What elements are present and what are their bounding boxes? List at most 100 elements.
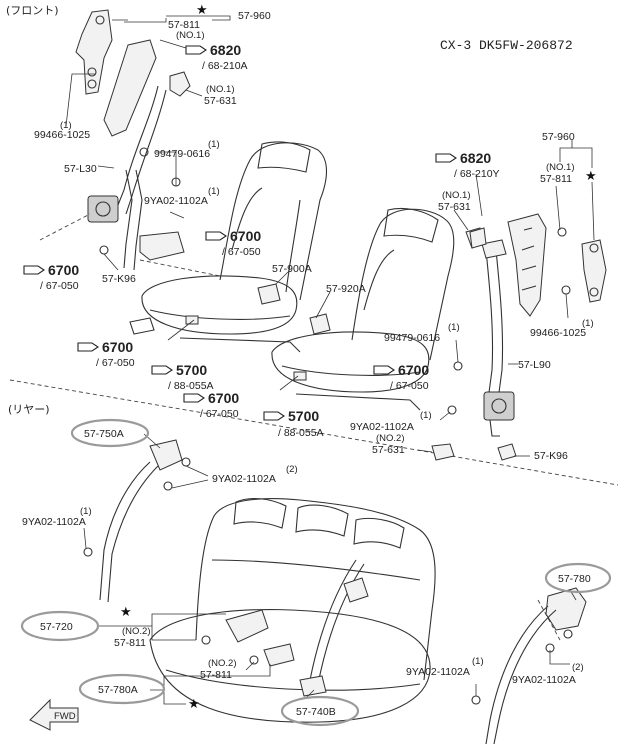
part-9ya02-1102a[interactable]: 9YA02-1102A [212, 473, 276, 485]
pillar-trim-left [103, 39, 157, 137]
part-99479-0616[interactable]: 99479-0616 [154, 148, 210, 160]
highlight-oval [78, 673, 166, 705]
front-left-belt-assembly [39, 9, 221, 277]
section-label-front: (フロント) [6, 4, 59, 17]
part-57-780a[interactable]: 57-780A [98, 684, 138, 696]
svg-text:6700: 6700 [102, 339, 133, 355]
part-99466-1025[interactable]: 99466-1025 [34, 129, 90, 141]
rear-buckle-right [263, 643, 295, 667]
part-57-631[interactable]: 57-631 [204, 95, 237, 107]
rear-center-belt [309, 559, 357, 681]
seat-cushion-left [141, 275, 298, 335]
height-adjuster-left [75, 9, 113, 95]
svg-text:6700: 6700 [208, 390, 239, 406]
part-57-k96[interactable]: 57-K96 [534, 450, 568, 462]
ref-5700-a[interactable]: 5700 [151, 362, 207, 378]
seat-back-right [351, 208, 455, 361]
ref-67-050: / 67-050 [390, 380, 429, 392]
belt-webbing-left [115, 85, 159, 211]
ref-6820-left[interactable]: 6820 [185, 42, 241, 58]
ref-6820-right[interactable]: 6820 [435, 150, 491, 166]
section-label-rear: (リヤー) [8, 403, 50, 416]
bolt-icon [447, 405, 457, 415]
bolt-icon [249, 655, 259, 665]
reference-arrow-icon [77, 342, 99, 352]
part-qty: (1) [208, 186, 220, 197]
part-57-920a[interactable]: 57-920A [326, 283, 366, 295]
part-qualifier: (NO.2) [208, 658, 237, 669]
buckle-left [257, 283, 281, 305]
star-marker: ★ [188, 697, 200, 712]
svg-text:6820: 6820 [210, 42, 241, 58]
ref-68-210a: / 68-210A [202, 60, 248, 72]
bolt-icon [557, 227, 567, 237]
part-57-960[interactable]: 57-960 [238, 10, 271, 22]
part-9ya02-1102a[interactable]: 9YA02-1102A [22, 516, 86, 528]
guide-clip-icon [169, 71, 191, 97]
ref-6700-d[interactable]: 6700 [183, 390, 239, 406]
ref-6700-e[interactable]: 6700 [373, 362, 429, 378]
part-qualifier: (NO.2) [376, 433, 405, 444]
front-seat-left [129, 141, 328, 353]
seat-back-left [219, 142, 328, 301]
part-99479-0616[interactable]: 99479-0616 [384, 332, 440, 344]
model-code-label: CX-3 DK5FW-206872 [440, 38, 573, 53]
part-57-811[interactable]: 57-811 [200, 669, 232, 681]
part-99466-1025[interactable]: 99466-1025 [530, 327, 586, 339]
ref-5700-b[interactable]: 5700 [263, 408, 319, 424]
ref-88-055a: / 88-055A [278, 427, 324, 439]
part-9ya02-1102a[interactable]: 9YA02-1102A [406, 666, 470, 678]
front-seat-right [271, 207, 455, 411]
part-9ya02-1102a[interactable]: 9YA02-1102A [512, 674, 576, 686]
part-57-900a[interactable]: 57-900A [272, 263, 312, 275]
part-57-750a[interactable]: 57-750A [84, 428, 124, 440]
reference-arrow-icon [373, 365, 395, 375]
rear-headrest [233, 497, 287, 529]
ref-6700-b[interactable]: 6700 [23, 262, 79, 278]
rear-buckle-left [225, 609, 269, 643]
svg-text:5700: 5700 [288, 408, 319, 424]
bolt-icon [181, 457, 191, 467]
ref-6700-a[interactable]: 6700 [205, 228, 261, 244]
part-57-960[interactable]: 57-960 [542, 131, 575, 143]
reference-arrow-icon [185, 45, 207, 55]
rear-retractor-left [149, 439, 183, 471]
part-57-k96[interactable]: 57-K96 [102, 273, 136, 285]
part-qualifier: (NO.1) [546, 162, 575, 173]
rear-retractor-right [545, 587, 587, 631]
part-57-720[interactable]: 57-720 [40, 621, 73, 633]
height-adjuster-right [581, 239, 607, 303]
ref-67-050: / 67-050 [200, 408, 239, 420]
part-qty: (1) [582, 318, 594, 329]
part-57-l30[interactable]: 57-L30 [64, 163, 97, 175]
rear-right-belt-assembly [471, 587, 587, 744]
belt-webbing-right [485, 249, 494, 401]
bolt-icon [453, 361, 463, 371]
part-57-780[interactable]: 57-780 [558, 573, 591, 585]
rear-seat [149, 497, 436, 723]
part-qualifier: (NO.1) [442, 190, 471, 201]
part-57-740b[interactable]: 57-740B [296, 706, 336, 718]
reference-arrow-icon [183, 393, 205, 403]
bolt-icon [83, 547, 93, 557]
part-57-631[interactable]: 57-631 [372, 444, 405, 456]
pillar-trim-right [507, 213, 547, 317]
bolt-icon [139, 147, 149, 157]
part-qty: (1) [208, 139, 220, 150]
svg-text:6820: 6820 [460, 150, 491, 166]
lower-anchor-left [139, 231, 185, 261]
part-9ya02-1102a[interactable]: 9YA02-1102A [144, 195, 208, 207]
reference-arrow-icon [205, 231, 227, 241]
bolt-icon [589, 287, 599, 297]
part-9ya02-1102a[interactable]: 9YA02-1102A [350, 421, 414, 433]
part-57-631[interactable]: 57-631 [438, 201, 471, 213]
ref-6700-c[interactable]: 6700 [77, 339, 133, 355]
forward-direction-indicator: FWD [29, 698, 79, 731]
highlight-oval [70, 418, 150, 448]
part-57-811[interactable]: 57-811 [114, 637, 146, 649]
part-57-811[interactable]: 57-811 [168, 19, 200, 31]
part-qualifier: (NO.2) [122, 626, 151, 637]
part-57-l90[interactable]: 57-L90 [518, 359, 551, 371]
star-marker: ★ [196, 3, 208, 18]
part-57-811[interactable]: 57-811 [540, 173, 572, 185]
